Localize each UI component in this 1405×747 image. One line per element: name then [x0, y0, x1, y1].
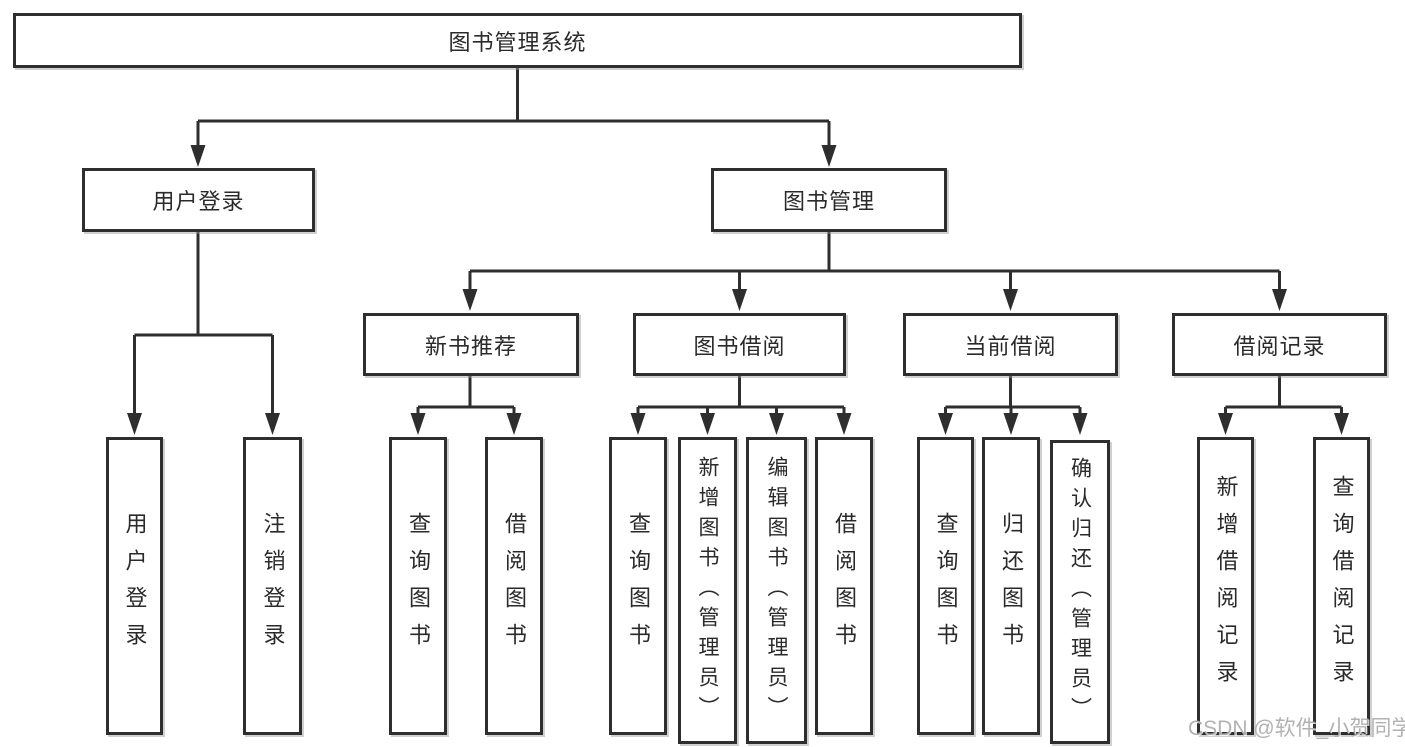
- node-user-login: 用户登录: [82, 168, 315, 232]
- leaf-add-books-admin: 新增图书（管理员）: [678, 437, 737, 744]
- leaf-confirm-return-admin-label: 确认归还（管理员）: [1068, 457, 1092, 727]
- leaf-query-books-recommend-label: 查询图书: [406, 512, 431, 660]
- node-book-borrowing: 图书借阅: [633, 313, 846, 376]
- leaf-query-borrow-record: 查询借阅记录: [1313, 437, 1370, 735]
- node-user-login-label: 用户登录: [152, 189, 245, 214]
- leaf-query-books-recommend: 查询图书: [389, 437, 447, 735]
- leaf-query-borrow-record-label: 查询借阅记录: [1329, 475, 1355, 697]
- leaf-return-books-label: 归还图书: [999, 512, 1024, 660]
- leaf-edit-books-admin-label: 编辑图书（管理员）: [765, 455, 788, 726]
- leaf-add-books-admin-label: 新增图书（管理员）: [696, 455, 719, 726]
- node-root-label: 图书管理系统: [448, 29, 587, 55]
- node-book-borrowing-label: 图书借阅: [693, 333, 786, 359]
- node-book-management: 图书管理: [711, 168, 947, 232]
- leaf-query-books-borrowing-label: 查询图书: [626, 512, 651, 660]
- node-root: 图书管理系统: [13, 13, 1022, 68]
- leaf-edit-books-admin: 编辑图书（管理员）: [746, 437, 807, 744]
- tree-edges: [133, 68, 1343, 415]
- leaf-query-books-current-label: 查询图书: [933, 512, 959, 660]
- watermark-text: CSDN @软件_小贺同学: [1188, 717, 1405, 740]
- leaf-add-borrow-record-label: 新增借阅记录: [1213, 475, 1239, 697]
- node-borrowing-records: 借阅记录: [1172, 313, 1387, 376]
- leaf-confirm-return-admin: 确认归还（管理员）: [1050, 440, 1110, 744]
- node-current-borrowing: 当前借阅: [903, 313, 1118, 376]
- leaf-query-books-borrowing: 查询图书: [609, 437, 667, 735]
- leaf-user-login: 用户登录: [106, 437, 163, 735]
- leaf-borrow-books-recommend-label: 借阅图书: [502, 512, 527, 660]
- leaf-add-borrow-record: 新增借阅记录: [1197, 437, 1254, 735]
- leaf-borrow-books-borrowing-label: 借阅图书: [832, 512, 857, 660]
- leaf-logout: 注销登录: [243, 437, 302, 735]
- node-borrowing-records-label: 借阅记录: [1233, 333, 1326, 359]
- node-current-borrowing-label: 当前借阅: [964, 333, 1057, 359]
- node-book-management-label: 图书管理: [782, 189, 875, 214]
- leaf-logout-label: 注销登录: [260, 512, 286, 660]
- arrowheads: [127, 145, 1349, 435]
- leaf-user-login-label: 用户登录: [122, 512, 148, 660]
- node-new-book-recommend: 新书推荐: [363, 313, 579, 376]
- leaf-query-books-current: 查询图书: [917, 437, 974, 735]
- leaf-return-books: 归还图书: [982, 437, 1040, 735]
- node-new-book-recommend-label: 新书推荐: [424, 333, 517, 359]
- leaf-borrow-books-borrowing: 借阅图书: [815, 437, 873, 735]
- leaf-borrow-books-recommend: 借阅图书: [485, 437, 543, 735]
